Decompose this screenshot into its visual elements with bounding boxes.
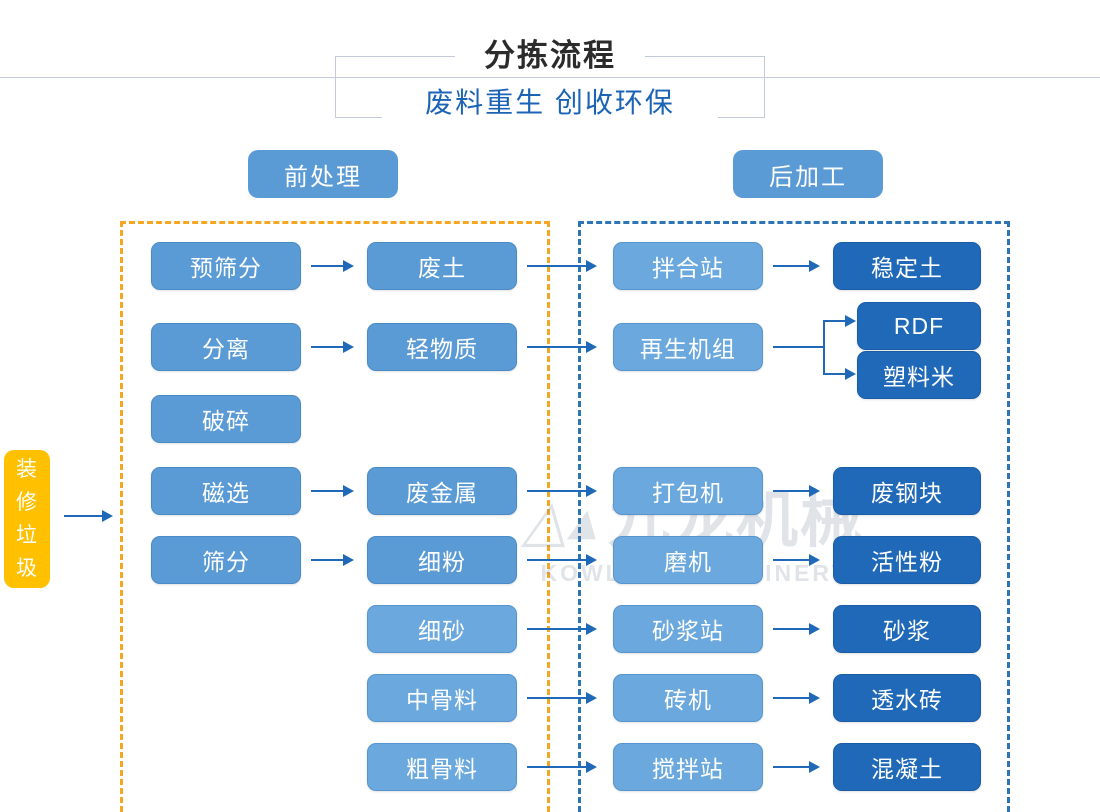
- arrow-r7-c-d: [773, 697, 811, 699]
- node-pre-magnetic-separation: 磁选: [151, 467, 301, 515]
- arrow-r8-b-c: [527, 766, 586, 768]
- arrow-r4-b-c: [527, 490, 586, 492]
- arrow-r1-a-b-head: [343, 260, 354, 272]
- subtitle-backdrop: [382, 85, 718, 121]
- node-equipment-brick-machine: 砖机: [613, 674, 763, 722]
- arrow-r7-c-d-head: [809, 692, 820, 704]
- node-pre-screening: 筛分: [151, 536, 301, 584]
- arrow-r2-branch-stem: [773, 346, 825, 348]
- arrow-r2-branch-top: [823, 320, 847, 322]
- arrow-r2-a-b-head: [343, 341, 354, 353]
- section-label-pre-process: 前处理: [248, 150, 398, 198]
- node-product-permeable-brick: 透水砖: [833, 674, 981, 722]
- arrow-r1-c-d-head: [809, 260, 820, 272]
- arrow-r7-b-c: [527, 697, 586, 699]
- arrow-input-to-pre: [64, 515, 104, 517]
- arrow-r5-c-d-head: [809, 554, 820, 566]
- node-product-scrap-steel-block: 废钢块: [833, 467, 981, 515]
- arrow-r1-b-c: [527, 265, 586, 267]
- arrow-r1-a-b: [311, 265, 345, 267]
- node-material-scrap-metal: 废金属: [367, 467, 517, 515]
- arrow-r5-c-d: [773, 559, 811, 561]
- node-product-plastic-pellets: 塑料米: [857, 351, 981, 399]
- node-equipment-mortar-station: 砂浆站: [613, 605, 763, 653]
- node-equipment-regeneration-unit: 再生机组: [613, 323, 763, 371]
- arrow-r8-c-d: [773, 766, 811, 768]
- arrow-r5-a-b: [311, 559, 345, 561]
- arrow-r2-b-c: [527, 346, 586, 348]
- arrow-r4-a-b-head: [343, 485, 354, 497]
- arrow-r2-branch-top-head: [845, 315, 856, 327]
- arrow-r6-c-d: [773, 628, 811, 630]
- node-material-coarse-aggregate: 粗骨料: [367, 743, 517, 791]
- arrow-r1-b-c-head: [586, 260, 597, 272]
- title-backdrop: [455, 36, 645, 76]
- node-material-waste-soil: 废土: [367, 242, 517, 290]
- arrow-r6-b-c: [527, 628, 586, 630]
- arrow-r7-b-c-head: [586, 692, 597, 704]
- node-material-light-material: 轻物质: [367, 323, 517, 371]
- node-pre-pre-screening: 预筛分: [151, 242, 301, 290]
- arrow-r4-c-d: [773, 490, 811, 492]
- arrow-r4-a-b: [311, 490, 345, 492]
- page-title: 分拣流程: [484, 38, 616, 73]
- node-product-mortar: 砂浆: [833, 605, 981, 653]
- node-pre-crushing: 破碎: [151, 395, 301, 443]
- arrow-r4-b-c-head: [586, 485, 597, 497]
- page-subtitle: 废料重生 创收环保: [425, 87, 675, 118]
- header-divider-line: [0, 77, 1100, 78]
- arrow-r2-branch-vertical: [823, 320, 825, 374]
- section-label-post-process: 后加工: [733, 150, 883, 198]
- arrow-r5-a-b-head: [343, 554, 354, 566]
- post-process-group-frame: [578, 221, 1010, 812]
- node-product-stabilized-soil: 稳定土: [833, 242, 981, 290]
- node-equipment-mixing-station: 拌合站: [613, 242, 763, 290]
- arrow-r1-c-d: [773, 265, 811, 267]
- arrow-r6-c-d-head: [809, 623, 820, 635]
- arrow-r5-b-c: [527, 559, 586, 561]
- node-material-fine-sand: 细砂: [367, 605, 517, 653]
- node-product-concrete: 混凝土: [833, 743, 981, 791]
- arrow-r2-branch-bottom-head: [845, 368, 856, 380]
- arrow-r2-a-b: [311, 346, 345, 348]
- arrow-r8-b-c-head: [586, 761, 597, 773]
- page-header: 分拣流程 废料重生 创收环保: [0, 0, 1100, 130]
- node-pre-separation: 分离: [151, 323, 301, 371]
- arrow-r2-branch-bottom: [823, 373, 847, 375]
- node-material-fine-powder: 细粉: [367, 536, 517, 584]
- node-equipment-grinding-mill: 磨机: [613, 536, 763, 584]
- pre-process-group-frame: [120, 221, 550, 812]
- input-node-renovation-waste: 装修垃圾: [4, 450, 50, 588]
- arrow-input-to-pre-head: [102, 510, 113, 522]
- node-product-active-powder: 活性粉: [833, 536, 981, 584]
- arrow-r2-b-c-head: [586, 341, 597, 353]
- input-node-label: 装修垃圾: [16, 458, 38, 580]
- arrow-r8-c-d-head: [809, 761, 820, 773]
- arrow-r5-b-c-head: [586, 554, 597, 566]
- node-material-medium-aggregate: 中骨料: [367, 674, 517, 722]
- node-equipment-baler: 打包机: [613, 467, 763, 515]
- arrow-r4-c-d-head: [809, 485, 820, 497]
- node-equipment-batching-plant: 搅拌站: [613, 743, 763, 791]
- arrow-r6-b-c-head: [586, 623, 597, 635]
- node-product-rdf: RDF: [857, 302, 981, 350]
